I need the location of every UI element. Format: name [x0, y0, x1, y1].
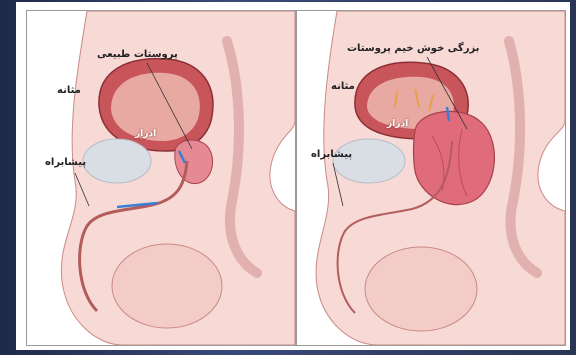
diagram-sheet: پروستات طبیعی مثانه ادرار پیشابراه: [16, 2, 570, 350]
scrotum: [365, 247, 477, 331]
enlarged-anatomy-illustration: [297, 11, 565, 345]
panel-normal-prostate: پروستات طبیعی مثانه ادرار پیشابراه: [26, 10, 296, 346]
scrotum: [112, 244, 222, 328]
label-urine-enlarged: ادرار: [387, 119, 408, 129]
label-bladder-enlarged: مثانه: [331, 81, 355, 92]
label-urethra-enlarged: پیشابراه: [311, 149, 352, 160]
pubic-bone: [333, 139, 405, 183]
prostate-enlarged: [414, 111, 495, 204]
panel-enlarged-prostate: بزرگی خوش خیم پروستات مثانه ادرار پیشابر…: [296, 10, 566, 346]
label-bladder-normal: مثانه: [57, 85, 81, 96]
pubic-bone: [83, 139, 151, 183]
label-urethra-normal: پیشابراه: [45, 157, 86, 168]
label-prostate-normal: پروستات طبیعی: [97, 49, 178, 60]
label-prostate-enlarged: بزرگی خوش خیم پروستات: [347, 43, 479, 54]
label-urine-normal: ادرار: [135, 129, 156, 139]
normal-anatomy-illustration: [27, 11, 295, 345]
